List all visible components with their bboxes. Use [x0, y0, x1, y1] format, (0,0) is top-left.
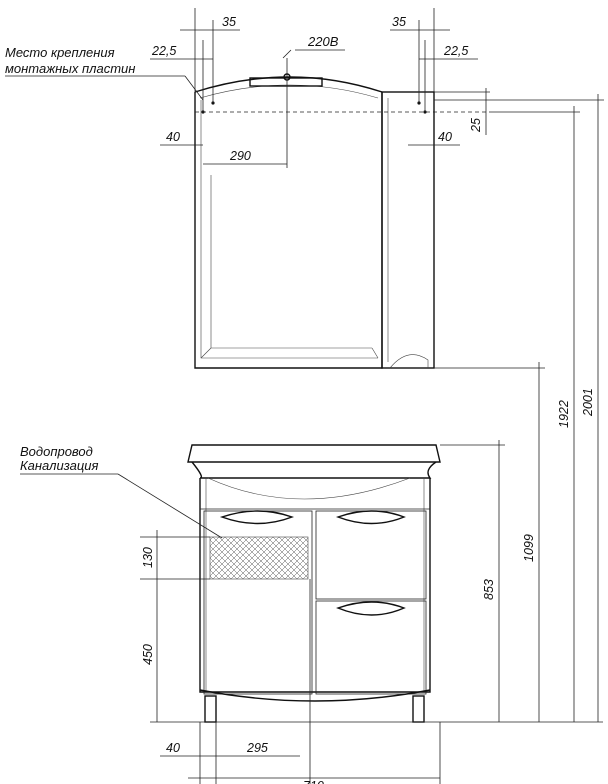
dim-35-left: 35 [222, 15, 236, 29]
plumbing-label-line1: Водопровод [20, 444, 93, 459]
top-drawer-handle [335, 510, 406, 525]
dim-290: 290 [229, 149, 251, 163]
dim-35-right: 35 [392, 15, 406, 29]
mount-label-line2: монтажных пластин [5, 61, 135, 76]
dim-40-bottom: 40 [166, 741, 180, 755]
right-leg [412, 695, 425, 723]
vanity-bottom-curve [199, 689, 431, 702]
dim-130: 130 [141, 547, 155, 568]
mount-label-line1: Место крепления [5, 45, 115, 60]
dim-22-5-right: 22,5 [443, 44, 468, 58]
mirror-dimensions: 35 22,5 35 22,5 40 290 40 25 [150, 8, 490, 168]
left-door-handle [219, 510, 295, 525]
countertop [187, 444, 441, 463]
bottom-drawer-handle [336, 601, 406, 616]
dim-22-5-left: 22,5 [151, 44, 176, 58]
plumbing-label: Водопровод Канализация [20, 444, 223, 539]
basin-curve [207, 477, 411, 500]
plumbing-zone [209, 536, 309, 580]
dim-2001: 2001 [581, 388, 595, 417]
plumbing-label-line2: Канализация [20, 458, 98, 473]
dim-853: 853 [482, 579, 496, 600]
power-label: 220В [295, 34, 345, 51]
side-cabinet-handle [389, 354, 429, 369]
dim-450: 450 [141, 644, 155, 665]
left-leg [204, 695, 217, 723]
dim-295: 295 [246, 741, 268, 755]
vanity-body [199, 478, 431, 693]
mount-label: Место крепления монтажных пластин [5, 45, 204, 101]
mirror-glass [210, 175, 372, 349]
bottom-drawer [315, 600, 427, 695]
basin-front [191, 461, 437, 479]
dim-710: 710 [303, 779, 324, 784]
dim-40-left-top: 40 [166, 130, 180, 144]
mirror-arch-inner [199, 84, 379, 99]
side-cabinet [381, 91, 435, 369]
dim-40-right-top: 40 [438, 130, 452, 144]
mirror-inner-frame [200, 100, 378, 359]
height-dimensions: 853 1099 1922 2001 [434, 94, 604, 722]
mirror-frame [194, 92, 383, 369]
dim-25: 25 [469, 118, 483, 133]
mirror-arch [194, 76, 383, 93]
vanity-unit [150, 444, 603, 723]
dim-1099: 1099 [522, 534, 536, 562]
power-label-text: 220В [307, 34, 339, 49]
lamp-fixture [249, 77, 323, 87]
mirror-cabinet [194, 49, 490, 369]
dim-1922: 1922 [557, 400, 571, 428]
vanity-dimensions-left: 130 450 40 295 710 [140, 530, 441, 784]
